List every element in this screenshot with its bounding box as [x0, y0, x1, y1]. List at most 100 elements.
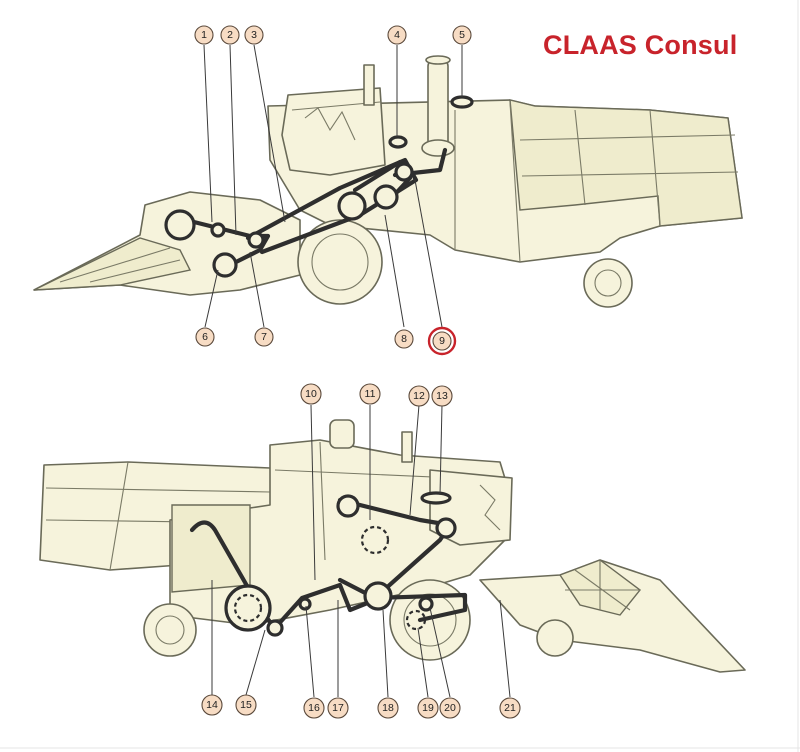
- svg-text:21: 21: [504, 702, 516, 714]
- svg-text:4: 4: [394, 29, 400, 41]
- top-unloading-pipe-cap: [425, 55, 451, 65]
- leader-20: [429, 607, 451, 698]
- callout-11: 11: [359, 383, 381, 405]
- top-pulley-engine: [394, 162, 414, 182]
- svg-text:16: 16: [308, 702, 320, 714]
- top-panel-line-6: [509, 101, 521, 263]
- top-rear-wheel-hub: [594, 269, 622, 297]
- callout-3: 3: [244, 25, 264, 45]
- bottom-belt-main: [189, 520, 378, 631]
- svg-text:2: 2: [227, 29, 233, 41]
- leader-13: [439, 404, 443, 496]
- top-front-wheel-hub: [311, 233, 369, 291]
- top-panel-line-3: [574, 109, 586, 206]
- leader-18: [382, 609, 389, 698]
- top-cab-levers: [304, 107, 356, 141]
- leader-6: [204, 269, 219, 328]
- leader-3: [253, 44, 286, 223]
- svg-text:5: 5: [459, 29, 465, 41]
- bottom-rear-wheel-hub: [155, 615, 185, 645]
- bottom-rear-wheel: [143, 603, 197, 657]
- callout-20: 20: [439, 697, 461, 719]
- top-pulley-auger: [212, 252, 238, 278]
- top-header-line-1: [59, 247, 171, 283]
- leader-16: [305, 605, 315, 698]
- svg-text:18: 18: [382, 702, 394, 714]
- callout-4: 4: [387, 25, 407, 45]
- callout-18: 18: [377, 697, 399, 719]
- top-pulley-drum: [337, 191, 367, 221]
- callout-14: 14: [201, 694, 223, 716]
- svg-text:9: 9: [439, 335, 445, 347]
- combine-bottom-view: [39, 404, 746, 698]
- callout-12: 12: [408, 385, 430, 407]
- bottom-pulley-20: [418, 596, 434, 612]
- leader-2: [229, 44, 237, 236]
- bottom-reel-spoke-3: [574, 569, 631, 611]
- svg-text:20: 20: [444, 702, 456, 714]
- svg-text:10: 10: [305, 388, 317, 400]
- top-pulley-tensioner-1: [210, 222, 226, 238]
- svg-text:8: 8: [401, 333, 407, 345]
- bottom-pulley-18: [363, 581, 393, 611]
- top-straw-walker-housing: [509, 99, 743, 227]
- bottom-belt-lower: [372, 592, 468, 623]
- callout-21: 21: [499, 697, 521, 719]
- combine-top-view: [33, 44, 743, 328]
- callout-8: 8: [394, 329, 414, 349]
- callout-13: 13: [431, 385, 453, 407]
- callout-17: 17: [327, 697, 349, 719]
- svg-text:1: 1: [201, 29, 207, 41]
- callout-6: 6: [195, 327, 215, 347]
- bottom-pulley-15: [266, 619, 284, 637]
- bottom-header-wheel: [536, 619, 574, 657]
- leader-21: [499, 599, 511, 698]
- svg-text:13: 13: [436, 390, 448, 402]
- callout-19: 19: [417, 697, 439, 719]
- top-pulley-5: [450, 95, 474, 109]
- bottom-pulley-engine: [435, 517, 457, 539]
- callout-9: 9: [432, 331, 452, 351]
- svg-text:15: 15: [240, 699, 252, 711]
- bottom-panel-line-5: [319, 441, 326, 561]
- callout-1: 1: [194, 25, 214, 45]
- bottom-cab-details: [479, 484, 501, 531]
- leader-8: [384, 214, 405, 328]
- top-operator-cab: [281, 87, 386, 176]
- diagram-title: CLAAS Consul: [543, 30, 738, 60]
- bottom-front-wheel: [389, 579, 471, 661]
- leader-1: [203, 44, 213, 223]
- bottom-pulley-fan: [360, 525, 390, 555]
- svg-text:14: 14: [206, 699, 218, 711]
- top-rear-wheel: [583, 258, 633, 308]
- top-header-line-2: [89, 259, 181, 283]
- top-belt-header: [175, 215, 271, 271]
- bottom-panel-line-3: [109, 461, 129, 571]
- top-panel-line-4: [649, 109, 661, 227]
- callout-15: 15: [235, 694, 257, 716]
- leader-12: [409, 404, 420, 516]
- bottom-pulley-drum-inner: [233, 593, 263, 623]
- top-pulley-reel: [164, 209, 196, 241]
- bottom-pulley-drum: [224, 584, 272, 632]
- top-panel-line-2: [521, 171, 739, 177]
- leader-7: [249, 251, 265, 328]
- top-header-table: [33, 237, 192, 291]
- callout-10: 10: [300, 383, 322, 405]
- top-exhaust-stack: [363, 64, 375, 106]
- leader-19: [417, 627, 429, 698]
- bottom-front-wheel-hub: [403, 593, 457, 647]
- top-panel-line-1: [519, 134, 736, 141]
- svg-text:6: 6: [202, 331, 208, 343]
- svg-text:17: 17: [332, 702, 344, 714]
- callout-5: 5: [452, 25, 472, 45]
- top-front-wheel: [297, 219, 383, 305]
- callout-2: 2: [220, 25, 240, 45]
- svg-text:3: 3: [251, 29, 257, 41]
- leader-10: [310, 404, 316, 581]
- bottom-panel-line-1: [45, 487, 271, 493]
- leader-9: [414, 179, 443, 328]
- top-pulley-idler: [247, 231, 265, 249]
